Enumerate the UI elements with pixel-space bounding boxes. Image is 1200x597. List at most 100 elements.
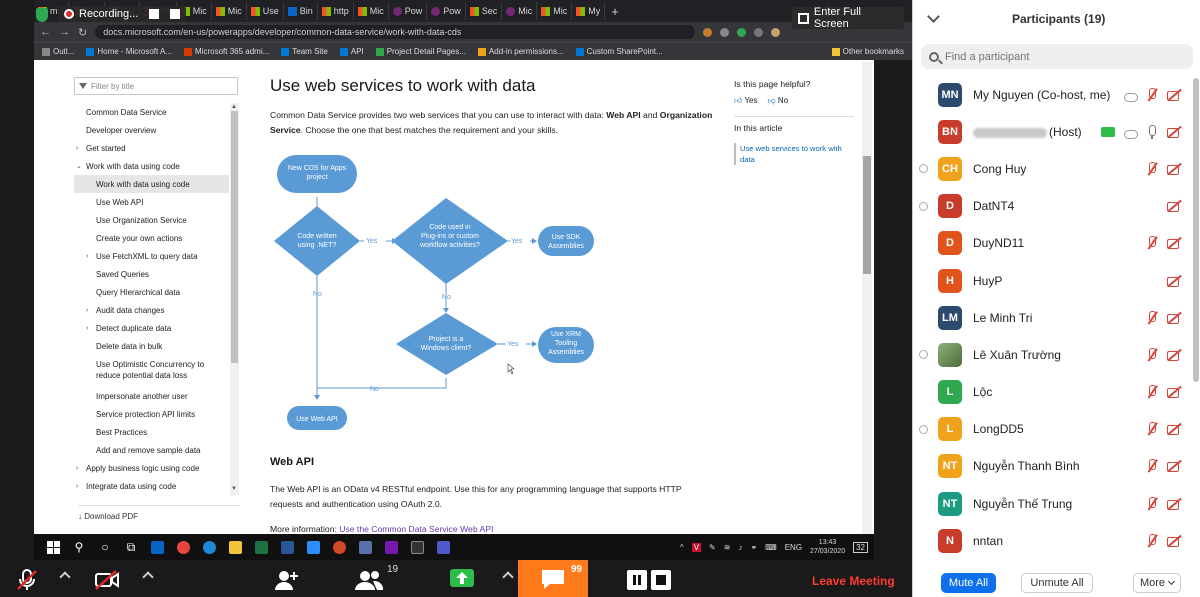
toc-item[interactable]: Delete data in bulk xyxy=(74,337,229,355)
toc-item[interactable]: Use Web API xyxy=(74,193,229,211)
stop-recording-icon[interactable] xyxy=(170,9,181,19)
helpful-no-button[interactable]: 👎︎ No xyxy=(767,96,789,105)
pause-recording-button[interactable] xyxy=(627,570,647,590)
chevron-up-icon[interactable]: ^ xyxy=(679,542,684,552)
participant-search[interactable] xyxy=(921,44,1193,69)
toc-scrollbar-thumb[interactable] xyxy=(231,111,238,363)
remote-desktop-icon[interactable] xyxy=(352,534,378,560)
browser-tab[interactable]: Mic xyxy=(502,2,538,20)
stop-recording-button[interactable] xyxy=(651,570,671,590)
teams-app-icon[interactable] xyxy=(430,534,456,560)
toc-item[interactable]: ›Integrate data using code xyxy=(74,477,229,495)
scroll-up-icon[interactable]: ▲ xyxy=(231,104,237,110)
toc-item[interactable]: ›Audit data changes xyxy=(74,301,229,319)
invite-button[interactable] xyxy=(274,566,300,594)
bookmark-item[interactable]: Outl... xyxy=(42,47,74,56)
toc-item[interactable]: Best Practices xyxy=(74,423,229,441)
excel-app-icon[interactable] xyxy=(248,534,274,560)
toc-item[interactable]: Developer overview xyxy=(74,121,229,139)
toc-scrollbar[interactable]: ▲ ▼ xyxy=(230,103,239,495)
toc-item[interactable]: Use Optimistic Concurrency to reduce pot… xyxy=(74,355,229,387)
browser-tab[interactable]: Mic xyxy=(212,2,247,20)
powerpoint-app-icon[interactable] xyxy=(326,534,352,560)
pen-icon[interactable]: ✎ xyxy=(709,542,716,552)
bookmark-item[interactable]: Team Site xyxy=(281,47,328,56)
extension-icon[interactable] xyxy=(737,27,747,37)
browser-tab[interactable]: Sec xyxy=(466,2,503,20)
bookmark-item[interactable]: API xyxy=(339,47,364,56)
toc-item[interactable]: ›Get started xyxy=(74,139,229,157)
video-options-caret[interactable] xyxy=(142,571,154,583)
search-taskbar-icon[interactable]: ⚲ xyxy=(74,540,84,554)
keyboard-icon[interactable]: ⌨ xyxy=(765,542,777,552)
terminal-app-icon[interactable] xyxy=(404,534,430,560)
browser-tab[interactable]: Mic xyxy=(537,2,573,20)
profile-avatar[interactable] xyxy=(771,27,781,37)
browser-tab[interactable]: Bin xyxy=(284,2,318,20)
share-screen-button[interactable] xyxy=(450,569,474,587)
chat-button[interactable] xyxy=(518,560,588,597)
back-icon[interactable]: ← xyxy=(40,26,51,38)
notification-center-badge[interactable]: 32 xyxy=(853,541,868,553)
toc-item[interactable]: ›Detect duplicate data xyxy=(74,319,229,337)
extension-icon[interactable] xyxy=(720,27,730,37)
bookmark-item[interactable]: Custom SharePoint... xyxy=(575,47,663,56)
browser-tab[interactable]: http xyxy=(318,2,354,20)
toc-item[interactable]: Use Organization Service xyxy=(74,211,229,229)
cortana-icon[interactable]: ○ xyxy=(101,540,109,554)
toc-item[interactable]: Saved Queries xyxy=(74,265,229,283)
start-video-button[interactable] xyxy=(94,566,120,594)
bookmark-item[interactable]: Home - Microsoft A... xyxy=(86,47,172,56)
toc-item[interactable]: Impersonate another user xyxy=(74,387,229,405)
task-view-icon[interactable]: ⧉ xyxy=(126,539,136,554)
unmute-all-button[interactable]: Unmute All xyxy=(1021,573,1093,593)
participant-row[interactable]: Lê Xuân Trường xyxy=(913,336,1191,373)
enter-full-screen-button[interactable]: Enter Full Screen xyxy=(792,6,904,30)
toc-item[interactable]: Work with data using code xyxy=(74,175,229,193)
toc-item[interactable]: Query Hierarchical data xyxy=(74,283,229,301)
file-explorer-icon[interactable] xyxy=(222,534,248,560)
helpful-yes-button[interactable]: 👍︎ Yes xyxy=(734,96,758,105)
toc-item[interactable]: Common Data Service xyxy=(74,103,229,121)
extension-icon[interactable] xyxy=(754,27,764,37)
browser-tab[interactable]: My xyxy=(572,2,606,20)
browser-tab[interactable]: Use xyxy=(247,2,284,20)
zoom-app-icon[interactable] xyxy=(300,534,326,560)
volume-icon[interactable]: ♪ xyxy=(738,542,743,552)
onenote-app-icon[interactable] xyxy=(378,534,404,560)
outlook-app-icon[interactable] xyxy=(144,534,170,560)
browser-tab[interactable]: Pow xyxy=(389,2,428,20)
new-tab-button[interactable]: + xyxy=(611,3,619,19)
extension-icon[interactable] xyxy=(703,27,713,37)
audio-options-caret[interactable] xyxy=(59,571,71,583)
manage-participants-button[interactable] xyxy=(354,566,384,594)
toc-item[interactable]: ⌄Work with data using code xyxy=(74,157,229,175)
web-api-link[interactable]: Use the Common Data Service Web API xyxy=(339,524,494,534)
bookmark-item[interactable]: Microsoft 365 admi... xyxy=(184,47,269,56)
forward-icon[interactable]: → xyxy=(59,26,70,38)
download-pdf-link[interactable]: ↓ Download PDF xyxy=(78,505,240,521)
word-app-icon[interactable] xyxy=(274,534,300,560)
share-options-caret[interactable] xyxy=(502,571,514,583)
reload-icon[interactable]: ↻ xyxy=(78,26,88,39)
page-scrollbar-thumb[interactable] xyxy=(863,156,871,274)
toc-item[interactable]: ›Use FetchXML to query data xyxy=(74,247,229,265)
antivirus-icon[interactable]: V xyxy=(691,542,702,552)
pause-recording-icon[interactable] xyxy=(149,9,160,19)
toc-item[interactable]: Add and remove sample data xyxy=(74,441,229,459)
chrome-app-icon[interactable] xyxy=(170,534,196,560)
page-scrollbar[interactable] xyxy=(862,62,872,534)
toc-item[interactable]: Create your own actions xyxy=(74,229,229,247)
in-article-link[interactable]: Use web services to work with data xyxy=(734,143,854,165)
leave-meeting-button[interactable]: Leave Meeting xyxy=(812,574,895,588)
